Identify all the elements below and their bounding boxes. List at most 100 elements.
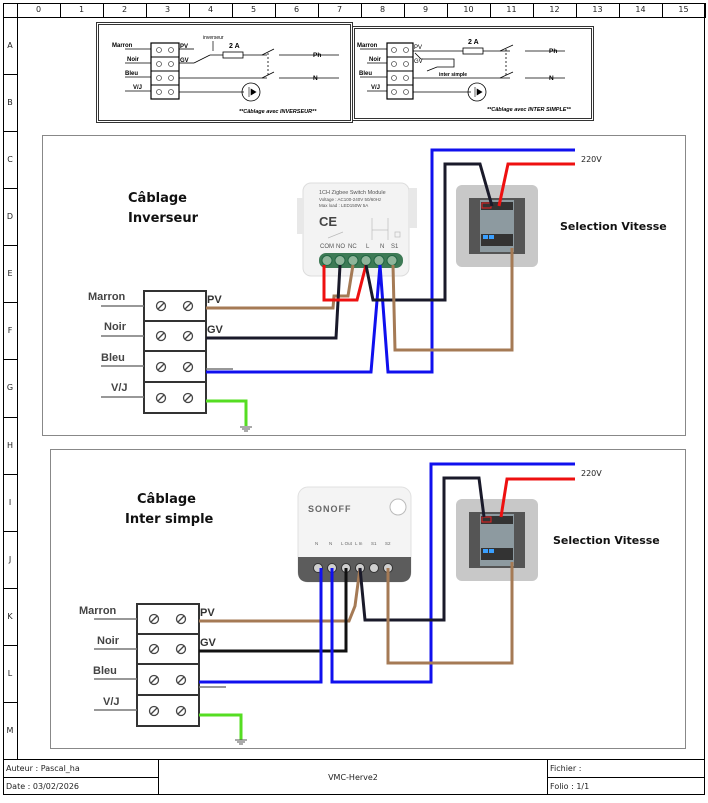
panel-title: Câblage Inter simple [125, 490, 213, 530]
legend-output-pv: PV [180, 44, 188, 50]
pin-label-s1: S1 [371, 541, 377, 546]
column-header: 3 [146, 3, 190, 18]
pin-label-n1: N [315, 541, 318, 546]
wiring-diagram-inverseur: Marron Noir Bleu V/J PV GV 1CH Zigbee Sw… [88, 148, 575, 432]
sonoff-switch-module: SONOFF N N L Out L In S1 S2 [297, 486, 412, 583]
fan-motor-icon [467, 82, 487, 102]
legend-fuse-label: 2 A [468, 39, 479, 46]
ce-mark: CE [319, 214, 337, 229]
fuse-icon [462, 47, 484, 55]
footer-date: Date : 03/02/2026 [3, 777, 159, 795]
terminal-label-noir: Noir [104, 321, 127, 333]
legend-output-gv: GV [414, 59, 423, 65]
legend-caption: **Câblage avec INVERSEUR** [239, 109, 317, 115]
fan-motor-icon [241, 82, 261, 102]
wire-brown-pv [206, 264, 355, 310]
output-label-pv: PV [200, 607, 215, 619]
column-header: 11 [490, 3, 534, 18]
fuse-icon [222, 51, 244, 59]
wire-black-gv [206, 264, 342, 340]
supply-voltage-label: 220V [581, 155, 602, 164]
wire-brown-s1 [391, 248, 514, 352]
terminal-label-vj: V/J [111, 382, 128, 394]
legend-output-pv: PV [414, 45, 422, 51]
pin-label-com: COM [320, 244, 334, 250]
pin-label-nc: NC [348, 244, 357, 250]
legend-inter-simple: Marron Noir Bleu V/J PV GV inter simple … [352, 26, 594, 121]
column-header: 13 [576, 3, 620, 18]
switch-label: Selection Vitesse [560, 220, 667, 233]
footer-folio: Folio : 1/1 [547, 777, 705, 795]
grid-corner [3, 3, 18, 18]
legend-caption: **Câblage avec INTER SIMPLE** [487, 107, 572, 113]
legend-label-bleu: Bleu [125, 71, 138, 77]
footer-author: Auteur : Pascal_ha [3, 759, 159, 778]
column-header: 7 [318, 3, 362, 18]
wire-red-220v [499, 477, 575, 518]
footer-file: Fichier : [547, 759, 705, 778]
wire-green-earth [199, 713, 243, 740]
column-header: 12 [533, 3, 577, 18]
module-text-line3: Max load : LED150W 5A [319, 203, 368, 208]
terminal-block [101, 290, 233, 414]
module-text-line2: Voltage : AC100-240V 50/60Hz [319, 197, 382, 202]
row-header: H [3, 416, 18, 475]
legend-n: N [549, 75, 554, 82]
row-header: A [3, 17, 18, 76]
wire-brown-s2 [386, 562, 514, 665]
pin-label-s2: S2 [385, 541, 391, 546]
wire-blue-bleu-n1 [199, 568, 323, 684]
pin-label-l: L [366, 244, 370, 250]
pin-label-s1: S1 [391, 244, 399, 250]
switch-label: Selection Vitesse [553, 534, 660, 547]
wiring-diagram-inter-simple: Marron Noir Bleu V/J PV GV SONOFF N N L … [79, 462, 575, 745]
wire-black-phase-switch [358, 476, 486, 622]
wire-blue-neutral [330, 462, 575, 684]
zigbee-switch-module: 1CH Zigbee Switch Module Voltage : AC100… [297, 182, 417, 277]
column-header: 0 [17, 3, 61, 18]
legend-label-vj: V/J [133, 85, 142, 91]
output-label-pv: PV [207, 294, 222, 306]
column-header: 4 [189, 3, 233, 18]
legend-label-noir: Noir [127, 57, 140, 63]
terminal-label-bleu: Bleu [93, 665, 117, 677]
legend-switch-label: inverseur [203, 35, 224, 41]
column-header: 1 [60, 3, 104, 18]
legend-ph: Ph [549, 48, 557, 55]
row-header: M [3, 701, 18, 760]
legend-inter-simple-diagram: Marron Noir Bleu V/J PV GV inter simple … [357, 39, 572, 113]
footer-title: VMC-Herve2 [158, 759, 548, 795]
column-header: 8 [361, 3, 405, 18]
row-header: F [3, 302, 18, 361]
pin-label-lout: L Out [341, 541, 353, 546]
legend-output-gv: GV [180, 58, 189, 64]
column-header: 14 [619, 3, 663, 18]
row-header: E [3, 245, 18, 304]
wire-blue-neutral [206, 148, 575, 374]
row-header: J [3, 530, 18, 589]
wall-switch-selection-vitesse [456, 185, 538, 267]
column-header: 9 [404, 3, 448, 18]
terminal-label-marron: Marron [79, 605, 117, 617]
wall-switch-selection-vitesse [456, 499, 538, 581]
title-line-2: Inter simple [125, 512, 214, 527]
sonoff-brand: SONOFF [308, 504, 352, 514]
wire-red-220v [497, 162, 575, 207]
terminal-label-bleu: Bleu [101, 352, 125, 364]
row-header: C [3, 131, 18, 190]
row-header: I [3, 473, 18, 532]
pin-label-no: NO [336, 244, 345, 250]
pin-label-lin: L In [355, 541, 363, 546]
panel-inter-simple: Câblage Inter simple Selection Vitesse 2… [50, 449, 686, 749]
row-header: B [3, 74, 18, 133]
legend-inverseur: Marron Noir Bleu V/J PV GV inverseur 2 A… [96, 22, 353, 123]
panel-inverseur: Câblage Inverseur Selection Vitesse 220V [42, 135, 686, 436]
panel-title: Câblage Inverseur [128, 189, 198, 229]
terminal-block [94, 603, 226, 727]
output-label-gv: GV [207, 324, 224, 336]
column-header: 6 [275, 3, 319, 18]
terminal-label-noir: Noir [97, 635, 120, 647]
module-text-line1: 1CH Zigbee Switch Module [319, 190, 386, 196]
legend-fuse-label: 2 A [229, 43, 240, 50]
supply-voltage-label: 220V [581, 469, 602, 478]
